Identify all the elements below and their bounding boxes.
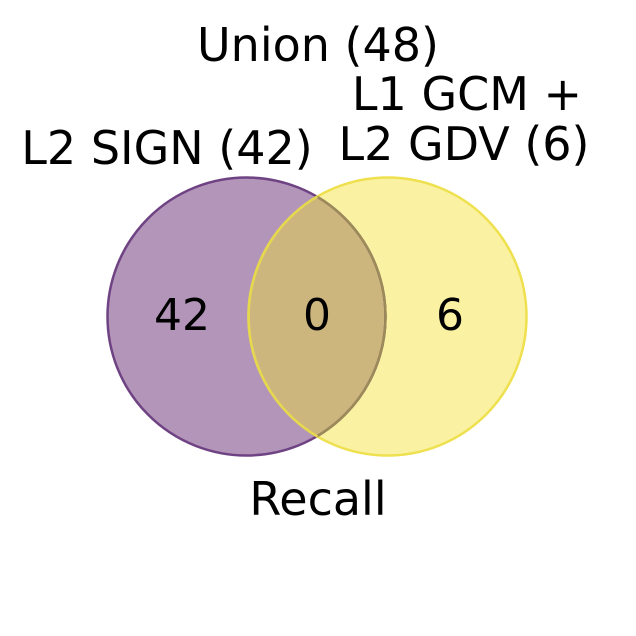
right-set-label-line1: L1 GCM + <box>352 67 582 121</box>
right-outline-in-overlap <box>247 177 386 456</box>
overlap-region <box>248 177 386 456</box>
left-only-count: 42 <box>154 290 210 341</box>
chart-caption: Recall <box>249 472 386 526</box>
left-outline-in-overlap <box>248 177 387 456</box>
left-set-label: L2 SIGN (42) <box>21 121 312 175</box>
chart-title: Union (48) <box>197 18 439 72</box>
right-set-label-line2: L2 GDV (6) <box>338 117 589 171</box>
right-only-count: 6 <box>436 290 464 341</box>
overlap-count: 0 <box>303 290 331 341</box>
